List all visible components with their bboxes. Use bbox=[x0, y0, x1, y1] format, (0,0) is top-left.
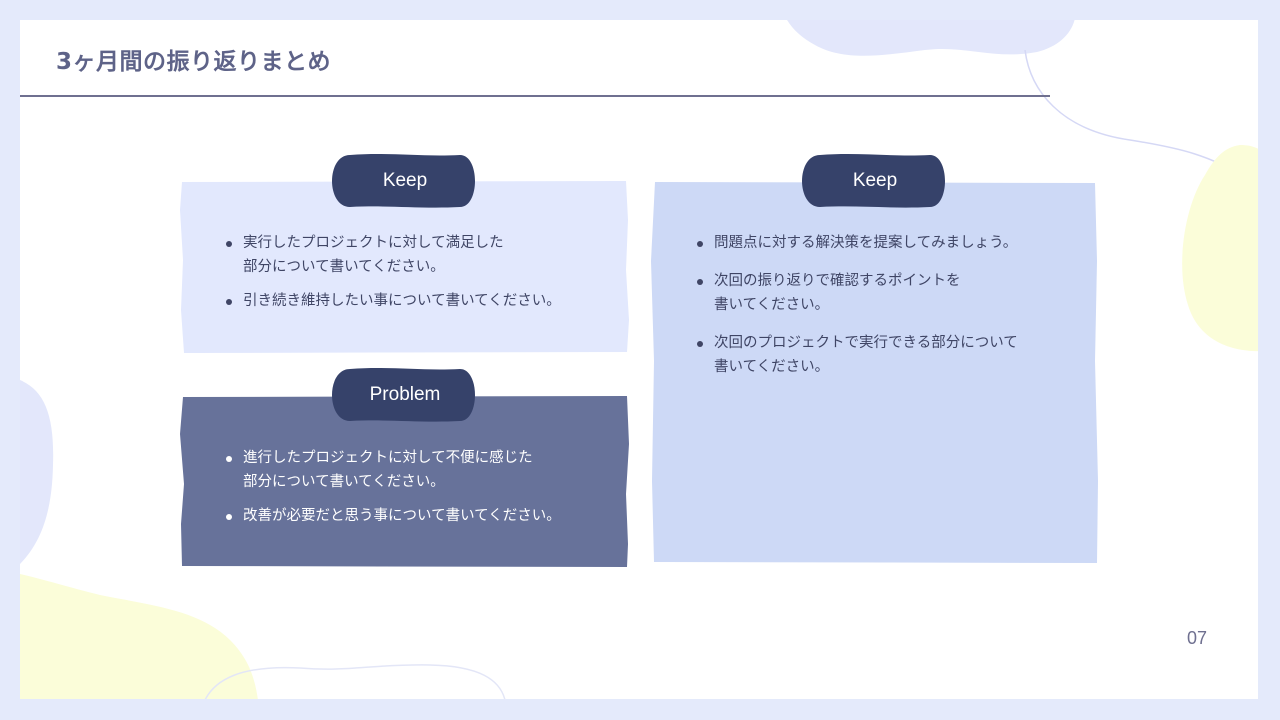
problem-card: 進行したプロジェクトに対して不便に感じた 部分について書いてください。 改善が必… bbox=[180, 394, 630, 568]
yellow-blob-bottom-left bbox=[20, 574, 258, 699]
slide: 3ヶ月間の振り返りまとめ 実行したプロジェクトに対して満足した 部分について書い… bbox=[20, 20, 1258, 699]
try-pill: Keep bbox=[800, 153, 950, 209]
problem-pill: Problem bbox=[330, 367, 480, 423]
lavender-blob-left bbox=[20, 380, 54, 564]
yellow-blob-right bbox=[1182, 145, 1258, 352]
list-item: 次回の振り返りで確認するポイントを 書いてください。 bbox=[696, 269, 1091, 317]
try-card-list: 問題点に対する解決策を提案してみましょう。 次回の振り返りで確認するポイントを … bbox=[696, 231, 1091, 389]
list-item: 引き続き維持したい事について書いてください。 bbox=[225, 289, 615, 313]
problem-label: Problem bbox=[369, 384, 441, 405]
keep-card-list: 実行したプロジェクトに対して満足した 部分について書いてください。 引き続き維持… bbox=[225, 231, 615, 323]
try-card: 問題点に対する解決策を提案してみましょう。 次回の振り返りで確認するポイントを … bbox=[651, 181, 1099, 565]
keep-label: Keep bbox=[382, 170, 428, 191]
problem-card-list: 進行したプロジェクトに対して不便に感じた 部分について書いてください。 改善が必… bbox=[225, 446, 615, 538]
list-item: 改善が必要だと思う事について書いてください。 bbox=[225, 504, 615, 528]
title-divider bbox=[20, 95, 1050, 97]
try-label: Keep bbox=[852, 170, 898, 191]
page-number: 07 bbox=[1187, 628, 1208, 648]
curve-line-top-right bbox=[1024, 50, 1251, 180]
keep-pill: Keep bbox=[330, 153, 480, 209]
keep-card: 実行したプロジェクトに対して満足した 部分について書いてください。 引き続き維持… bbox=[180, 180, 630, 354]
list-item: 次回のプロジェクトで実行できる部分について 書いてください。 bbox=[696, 331, 1091, 379]
list-item: 実行したプロジェクトに対して満足した 部分について書いてください。 bbox=[225, 231, 615, 279]
curve-line-bottom bbox=[204, 664, 506, 699]
top-cloud-blob bbox=[787, 20, 1075, 56]
page-title: 3ヶ月間の振り返りまとめ bbox=[56, 49, 332, 75]
list-item: 進行したプロジェクトに対して不便に感じた 部分について書いてください。 bbox=[225, 446, 615, 494]
list-item: 問題点に対する解決策を提案してみましょう。 bbox=[696, 231, 1091, 255]
